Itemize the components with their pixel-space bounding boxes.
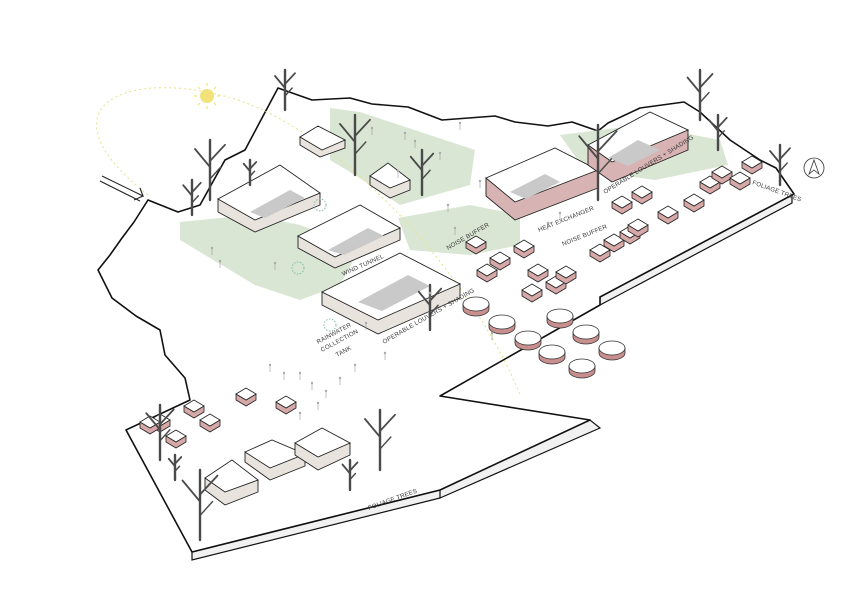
cylinder-pod — [463, 297, 489, 316]
cylinder-pod — [547, 309, 573, 328]
cylinder-pod — [515, 331, 541, 350]
cylinder-pod — [569, 359, 595, 378]
cylinder-pod — [599, 341, 625, 360]
cylinder-pod — [539, 345, 565, 364]
wind-arrow-icon — [100, 176, 143, 201]
cylinder-pod — [573, 325, 599, 344]
north-arrow-icon — [804, 158, 824, 178]
cylinder-pod — [489, 315, 515, 334]
sun-icon — [194, 83, 220, 109]
